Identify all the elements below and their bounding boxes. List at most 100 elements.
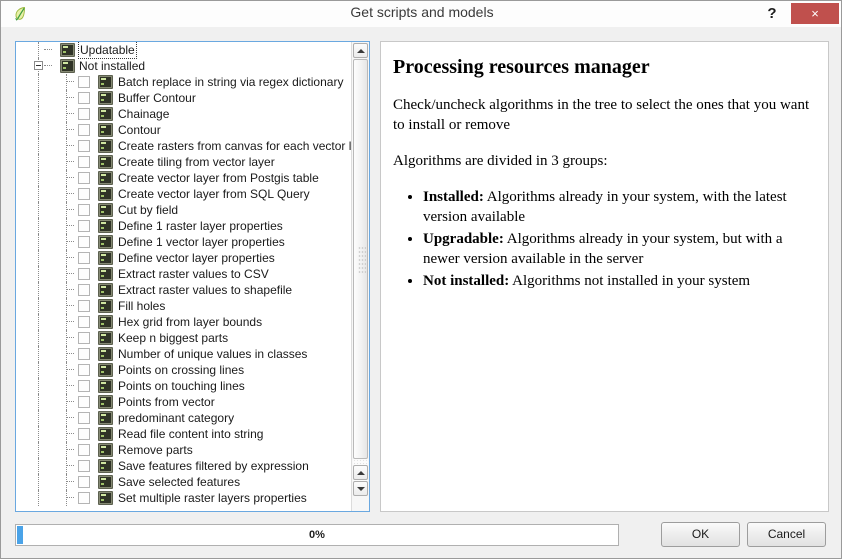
algorithm-checkbox[interactable] xyxy=(78,188,90,200)
algorithm-checkbox[interactable] xyxy=(78,476,90,488)
progress-label: 0% xyxy=(309,529,325,541)
tree-item-row[interactable]: Read file content into string xyxy=(16,426,353,442)
algorithm-checkbox[interactable] xyxy=(78,284,90,296)
tree-item-label: Number of unique values in classes xyxy=(118,347,308,361)
script-icon xyxy=(98,491,113,505)
tree-item-row[interactable]: Create vector layer from SQL Query xyxy=(16,186,353,202)
tree-item-row[interactable]: predominant category xyxy=(16,410,353,426)
script-icon xyxy=(98,187,113,201)
tree-item-label: Batch replace in string via regex dictio… xyxy=(118,75,344,89)
close-button[interactable]: × xyxy=(791,3,839,24)
algorithm-checkbox[interactable] xyxy=(78,92,90,104)
tree-guide-line xyxy=(38,250,40,266)
tree-item-row[interactable]: Create vector layer from Postgis table xyxy=(16,170,353,186)
tree-item-row[interactable]: Chainage xyxy=(16,106,353,122)
tree-elbow-line xyxy=(66,321,74,323)
window-title: Get scripts and models xyxy=(350,4,494,20)
tree-elbow-line xyxy=(66,177,74,179)
tree-elbow-line xyxy=(66,385,74,387)
tree-item-row[interactable]: Points on touching lines xyxy=(16,378,353,394)
scroll-down-button[interactable] xyxy=(353,481,368,496)
title-bar: Get scripts and models ? × xyxy=(1,1,841,28)
tree-item-row[interactable]: Save features filtered by expression xyxy=(16,458,353,474)
script-icon xyxy=(98,283,113,297)
tree-item-row[interactable]: Hex grid from layer bounds xyxy=(16,314,353,330)
tree-elbow-line xyxy=(66,497,74,499)
tree-guide-line xyxy=(38,122,40,138)
tree-item-row[interactable]: Keep n biggest parts xyxy=(16,330,353,346)
tree-item-label: Points on crossing lines xyxy=(118,363,245,377)
tree-guide-line-child xyxy=(66,474,68,490)
tree-item-row[interactable]: Number of unique values in classes xyxy=(16,346,353,362)
algorithm-checkbox[interactable] xyxy=(78,300,90,312)
tree-guide-line-child xyxy=(66,74,68,90)
algorithm-checkbox[interactable] xyxy=(78,364,90,376)
tree-vertical-scrollbar[interactable] xyxy=(351,42,369,511)
tree-item-row[interactable]: Points from vector xyxy=(16,394,353,410)
tree-item-row[interactable]: Define 1 vector layer properties xyxy=(16,234,353,250)
info-bullet-item: Not installed: Algorithms not installed … xyxy=(423,271,812,291)
algorithm-checkbox[interactable] xyxy=(78,108,90,120)
algorithm-checkbox[interactable] xyxy=(78,204,90,216)
script-icon xyxy=(98,139,113,153)
algorithm-checkbox[interactable] xyxy=(78,124,90,136)
tree-item-row[interactable]: Contour xyxy=(16,122,353,138)
tree-item-row[interactable]: Remove parts xyxy=(16,442,353,458)
tree-item-row[interactable]: Buffer Contour xyxy=(16,90,353,106)
script-icon xyxy=(60,59,75,73)
tree-item-row[interactable]: Create rasters from canvas for each vect… xyxy=(16,138,353,154)
tree-item-label: Define 1 vector layer properties xyxy=(118,235,285,249)
algorithm-checkbox[interactable] xyxy=(78,380,90,392)
scrollbar-thumb[interactable] xyxy=(353,59,368,459)
tree-group-row[interactable]: Not installed xyxy=(16,58,353,74)
algorithm-checkbox[interactable] xyxy=(78,236,90,248)
algorithm-checkbox[interactable] xyxy=(78,76,90,88)
cancel-button[interactable]: Cancel xyxy=(747,522,826,547)
scroll-up-button-bottom[interactable] xyxy=(353,465,368,480)
tree-item-row[interactable]: Set multiple raster layers properties xyxy=(16,490,353,506)
ok-button[interactable]: OK xyxy=(661,522,740,547)
tree-item-row[interactable]: Define 1 raster layer properties xyxy=(16,218,353,234)
algorithm-checkbox[interactable] xyxy=(78,140,90,152)
collapse-expander-icon[interactable] xyxy=(34,61,43,70)
algorithm-checkbox[interactable] xyxy=(78,220,90,232)
tree-item-label: Create rasters from canvas for each vect… xyxy=(118,139,353,153)
tree-elbow-line xyxy=(66,481,74,483)
algorithm-checkbox[interactable] xyxy=(78,348,90,360)
algorithm-checkbox[interactable] xyxy=(78,396,90,408)
tree-item-label: Define vector layer properties xyxy=(118,251,275,265)
tree-elbow-line xyxy=(66,97,74,99)
scroll-up-button[interactable] xyxy=(353,43,368,58)
algorithm-checkbox[interactable] xyxy=(78,412,90,424)
algorithm-checkbox[interactable] xyxy=(78,172,90,184)
tree-item-row[interactable]: Fill holes xyxy=(16,298,353,314)
tree-item-row[interactable]: Batch replace in string via regex dictio… xyxy=(16,74,353,90)
tree-item-row[interactable]: Save selected features xyxy=(16,474,353,490)
help-button[interactable]: ? xyxy=(767,5,777,22)
tree-guide-line xyxy=(38,362,40,378)
algorithm-checkbox[interactable] xyxy=(78,332,90,344)
progress-bar: 0% xyxy=(15,524,619,546)
tree-item-row[interactable]: Define vector layer properties xyxy=(16,250,353,266)
algorithm-checkbox[interactable] xyxy=(78,268,90,280)
info-groups-intro: Algorithms are divided in 3 groups: xyxy=(393,153,608,169)
algorithm-checkbox[interactable] xyxy=(78,444,90,456)
tree-item-row[interactable]: Points on crossing lines xyxy=(16,362,353,378)
tree-guide-line xyxy=(38,186,40,202)
algorithm-checkbox[interactable] xyxy=(78,252,90,264)
algorithm-checkbox[interactable] xyxy=(78,316,90,328)
algorithm-checkbox[interactable] xyxy=(78,156,90,168)
algorithm-checkbox[interactable] xyxy=(78,428,90,440)
tree-elbow-line xyxy=(66,401,74,403)
tree-item-row[interactable]: Create tiling from vector layer xyxy=(16,154,353,170)
tree-group-row[interactable]: Updatable xyxy=(16,42,353,59)
algorithm-checkbox[interactable] xyxy=(78,492,90,504)
tree-item-row[interactable]: Extract raster values to shapefile xyxy=(16,282,353,298)
tree-guide-line-child xyxy=(66,378,68,394)
tree-item-row[interactable]: Cut by field xyxy=(16,202,353,218)
script-icon xyxy=(98,395,113,409)
algorithm-checkbox[interactable] xyxy=(78,460,90,472)
tree-item-row[interactable]: Extract raster values to CSV xyxy=(16,266,353,282)
